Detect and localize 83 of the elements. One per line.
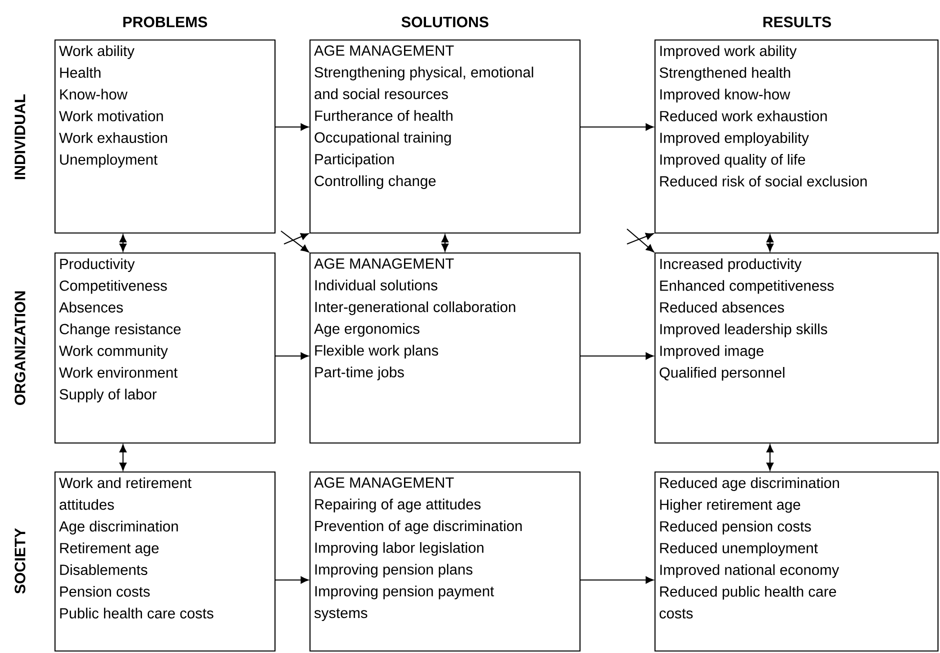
solution-box — [309, 471, 581, 652]
list-item: Unemployment — [60, 154, 158, 168]
list-item: Reduced age discrimination — [660, 477, 839, 491]
list-item: Public health care costs — [60, 608, 214, 618]
list-item: Improved work ability — [660, 45, 797, 59]
row-heading: SOCIETY — [14, 528, 26, 594]
arrow — [280, 230, 309, 252]
list-item: Prevention of age discrimination — [315, 520, 522, 534]
list-item: Increased productivity — [660, 258, 802, 272]
list-item: Flexible work plans — [315, 344, 438, 359]
row-heading: ORGANIZATION — [14, 291, 26, 405]
box-heading: AGE MANAGEMENT — [314, 258, 454, 269]
result-box — [654, 252, 939, 444]
arrow — [441, 234, 449, 252]
list-item: Reduced public health care costs — [660, 586, 836, 618]
list-item: Productivity — [60, 258, 135, 272]
arrow — [275, 352, 309, 360]
list-item: Age ergonomics — [314, 323, 420, 337]
list-item: Work motivation — [59, 110, 163, 122]
arrow — [766, 444, 774, 471]
arrow — [284, 233, 309, 244]
list-item: Inter-generational collaboration — [315, 301, 516, 316]
list-item: Work environment — [59, 367, 178, 378]
list-item: Improved know-how — [660, 88, 790, 102]
list-item: Absences — [59, 302, 123, 313]
arrow — [275, 123, 309, 131]
box-heading: AGE MANAGEMENT — [314, 477, 454, 488]
list-item: Disablements — [60, 564, 148, 576]
list-item: Reduced work exhaustion — [660, 110, 827, 122]
arrow — [766, 234, 774, 252]
arrow — [119, 444, 127, 471]
list-item: Enhanced competitiveness — [660, 280, 834, 294]
row-heading: INDIVIDUAL — [14, 94, 26, 180]
box-heading: AGE MANAGEMENT — [314, 45, 454, 56]
list-item: Age discrimination — [59, 520, 178, 534]
list-item: Participation — [315, 154, 394, 168]
list-item: Change resistance — [60, 324, 181, 338]
list-item: Individual solutions — [315, 280, 438, 290]
result-box — [654, 39, 939, 234]
arrow — [275, 576, 309, 584]
list-item: Reduced pension costs — [660, 520, 811, 534]
arrow — [580, 576, 654, 584]
list-item: Part-time jobs — [315, 366, 404, 380]
list-item: Reduced absences — [660, 302, 784, 313]
list-item: Reduced risk of social exclusion — [660, 176, 867, 186]
list-item: Strengthening physical, emotional and social resources — [314, 66, 534, 100]
list-item: Improving pension plans — [315, 564, 472, 578]
list-item: Improved national economy — [660, 564, 840, 578]
arrow — [626, 232, 654, 244]
list-item: Improved leadership skills — [660, 324, 828, 338]
list-item: Furtherance of health — [315, 110, 452, 121]
list-item: Improving labor legislation — [315, 542, 484, 556]
list-item: Improved image — [660, 345, 764, 359]
arrow — [119, 234, 127, 252]
list-item: Health — [60, 67, 100, 78]
list-item: Qualified personnel — [660, 367, 784, 381]
list-item: Repairing of age attitudes — [315, 498, 481, 512]
solution-box — [309, 252, 581, 444]
list-item: Strengthened health — [660, 67, 790, 81]
solution-box — [309, 39, 581, 234]
list-item: Work exhaustion — [59, 132, 167, 144]
list-item: Work community — [59, 345, 168, 359]
problem-box — [54, 471, 276, 652]
arrow — [580, 352, 654, 360]
list-item: Higher retirement age — [660, 499, 800, 513]
list-item: Controlling change — [314, 175, 436, 189]
list-item: Pension costs — [60, 586, 150, 597]
list-item: Know-how — [60, 88, 128, 100]
arrow — [626, 228, 654, 252]
list-item: Improved quality of life — [660, 154, 806, 168]
list-item: Work ability — [59, 45, 134, 59]
list-item: Retirement age — [60, 542, 159, 556]
list-item: Supply of labor — [60, 388, 157, 402]
result-box — [654, 471, 939, 652]
problem-box — [54, 252, 276, 444]
list-item: Occupational training — [314, 132, 451, 146]
problem-box — [54, 39, 276, 234]
list-item: Work and retirement attitudes — [59, 477, 192, 510]
list-item: Improved employability — [660, 132, 809, 146]
arrow — [580, 123, 654, 131]
list-item: Reduced unemployment — [660, 542, 818, 556]
list-item: Competitiveness — [60, 280, 167, 294]
list-item: Improving pension payment systems — [314, 586, 494, 621]
